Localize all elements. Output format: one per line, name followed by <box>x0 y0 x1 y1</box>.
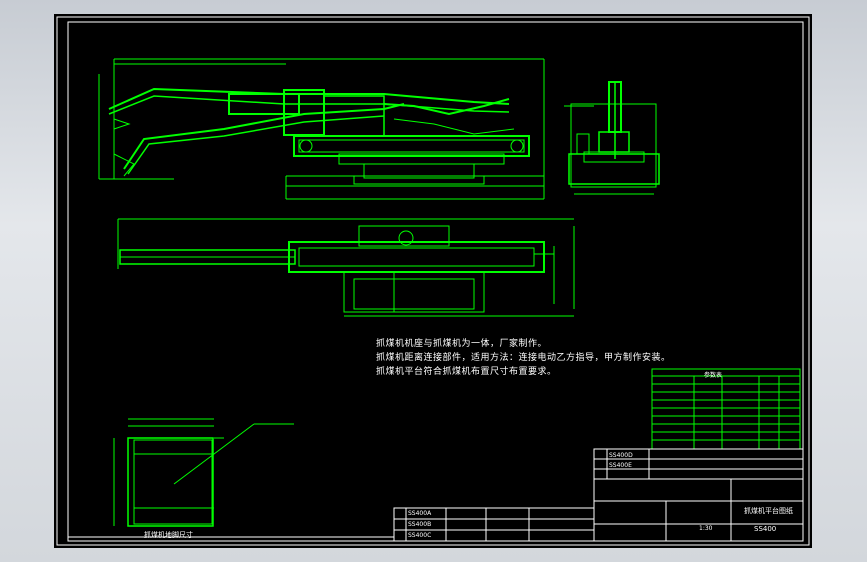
note-1: 抓煤机机座与抓煤机为一体，厂家制作。 <box>376 339 548 349</box>
note-3: 抓煤机平台符合抓煤机布置尺寸布置要求。 <box>376 367 557 377</box>
row-code-1: SS400A <box>408 510 432 517</box>
note-2: 抓煤机距离连接部件，适用方法：连接电动乙方指导，甲方制作安装。 <box>376 353 671 363</box>
drawing-scale: 1:30 <box>699 525 713 532</box>
drawing-number: SS400 <box>754 525 777 533</box>
param-table-title: 参数表 <box>704 372 723 379</box>
title-block <box>393 448 804 542</box>
drawing-name: 抓煤机平台图纸 <box>744 507 793 515</box>
side-view <box>564 81 660 195</box>
upper-code-1: SS400D <box>609 452 633 459</box>
upper-code-2: SS400E <box>609 462 632 469</box>
plan-view <box>117 218 575 317</box>
foundation-plan <box>113 418 294 527</box>
foundation-caption: 抓煤机地脚尺寸 <box>144 531 193 539</box>
inner-border <box>67 21 804 542</box>
row-code-2: SS400B <box>408 521 432 528</box>
elevation-view <box>98 58 545 200</box>
cad-drawing-sheet[interactable]: 抓煤机机座与抓煤机为一体，厂家制作。 抓煤机距离连接部件，适用方法：连接电动乙方… <box>54 14 812 548</box>
cad-linework <box>56 16 810 546</box>
row-code-3: SS400C <box>408 532 432 539</box>
outer-border <box>56 16 810 546</box>
param-table <box>651 368 801 450</box>
